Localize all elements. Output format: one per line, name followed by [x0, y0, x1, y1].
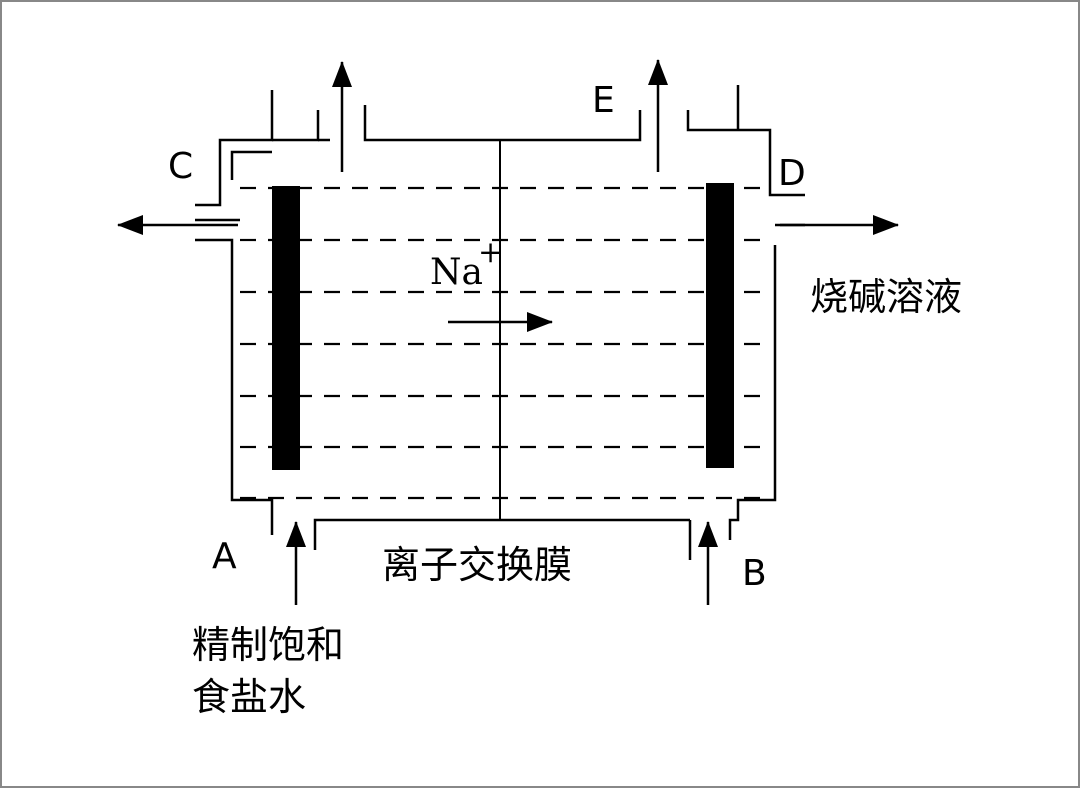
label-b: B	[742, 553, 767, 594]
label-e: E	[592, 80, 615, 121]
cathode-electrode	[706, 183, 734, 468]
label-a: A	[212, 536, 237, 577]
brine-label-line2: 食盐水	[192, 675, 306, 719]
sodium-ion-label: Na	[430, 252, 483, 293]
label-c: C	[168, 146, 193, 187]
caustic-soda-label: 烧碱溶液	[810, 275, 962, 319]
cell-wall-right	[363, 85, 805, 560]
label-d: D	[778, 153, 806, 194]
cell-wall-left	[195, 90, 690, 550]
brine-label-line1: 精制饱和	[192, 623, 344, 667]
electrolyte-lines	[240, 186, 770, 500]
sodium-ion-charge: +	[478, 235, 503, 270]
membrane-label: 离子交换膜	[382, 543, 572, 587]
anode-electrode	[272, 186, 300, 470]
